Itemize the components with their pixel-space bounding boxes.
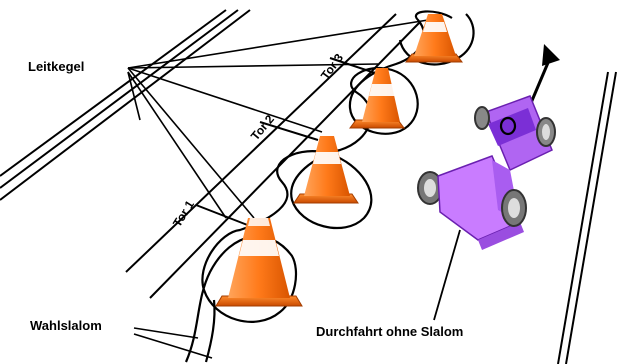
leitkegel-label: Leitkegel [28, 59, 85, 74]
road-edge-right [557, 71, 617, 364]
road-edge-left [0, 9, 251, 201]
traffic-cone-1 [215, 218, 303, 307]
cone-pointer-lines [127, 19, 429, 219]
traffic-cone-3 [349, 68, 405, 129]
durchfahrt-pointer-line [433, 229, 461, 321]
traffic-cone-2 [293, 136, 359, 204]
traffic-cone-4 [405, 14, 463, 63]
wahlslalom-label: Wahlslalom [30, 318, 102, 333]
toy-car [417, 95, 556, 250]
durchfahrt-label: Durchfahrt ohne Slalom [316, 324, 464, 339]
slalom-path-tail [204, 299, 216, 363]
direction-arrow [526, 44, 560, 111]
wahlslalom-pointer-lines [133, 327, 213, 359]
